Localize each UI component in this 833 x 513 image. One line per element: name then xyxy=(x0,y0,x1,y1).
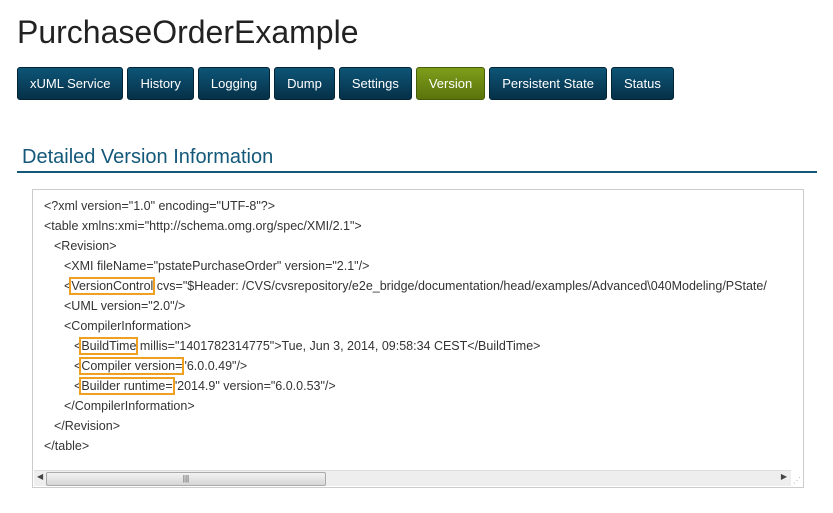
page-title: PurchaseOrderExample xyxy=(17,14,359,50)
tab-xuml-service[interactable]: xUML Service xyxy=(17,67,124,100)
code-text: </table> xyxy=(44,439,90,453)
code-line: <VersionControl cvs="$Header: /CVS/cvsre… xyxy=(33,276,767,296)
highlighted-token: BuildTime xyxy=(79,337,139,355)
code-text: <XMI fileName="pstatePurchaseOrder" vers… xyxy=(64,259,370,273)
highlighted-token: VersionControl xyxy=(69,277,156,295)
code-text: millis="1401782314775">Tue, Jun 3, 2014,… xyxy=(136,339,541,353)
code-line: </Revision> xyxy=(33,416,767,436)
xml-content: <?xml version="1.0" encoding="UTF-8"?> <t… xyxy=(33,196,767,456)
code-text: < xyxy=(74,379,82,393)
code-line: <Builder runtime="2014.9" version="6.0.0… xyxy=(33,376,767,396)
code-text: <table xmlns:xmi="http://schema.omg.org/… xyxy=(44,219,362,233)
code-line: <XMI fileName="pstatePurchaseOrder" vers… xyxy=(33,256,767,276)
code-text: "2014.9" version="6.0.0.53"/> xyxy=(172,379,336,393)
tab-logging[interactable]: Logging xyxy=(197,67,271,100)
code-text: <?xml version="1.0" encoding="UTF-8"?> xyxy=(44,199,276,213)
code-line: </table> xyxy=(33,436,767,456)
code-line: </CompilerInformation> xyxy=(33,396,767,416)
scroll-right-icon[interactable]: ▶ xyxy=(780,472,787,481)
code-line: <CompilerInformation> xyxy=(33,316,767,336)
code-text: "6.0.0.49"/> xyxy=(182,359,248,373)
tab-history[interactable]: History xyxy=(127,67,194,100)
code-text: <Revision> xyxy=(54,239,117,253)
tab-settings[interactable]: Settings xyxy=(338,67,412,100)
horizontal-scrollbar[interactable]: ◀ ||| ▶ xyxy=(34,470,791,486)
code-line: <?xml version="1.0" encoding="UTF-8"?> xyxy=(33,196,767,216)
highlighted-token: Compiler version= xyxy=(79,357,185,375)
code-text: <CompilerInformation> xyxy=(64,319,192,333)
resize-grip-icon[interactable]: ⋰ xyxy=(793,476,801,485)
code-text: cvs="$Header: /CVS/cvsrepository/e2e_bri… xyxy=(153,279,767,293)
code-text: < xyxy=(74,339,82,353)
code-text: <UML version="2.0"/> xyxy=(64,299,186,313)
scroll-left-icon[interactable]: ◀ xyxy=(37,472,44,481)
code-text: < xyxy=(74,359,82,373)
scrollbar-thumb[interactable]: ||| xyxy=(46,472,326,486)
tab-persistent-state[interactable]: Persistent State xyxy=(489,67,607,100)
code-text: </CompilerInformation> xyxy=(64,399,195,413)
version-xml-textarea[interactable]: <?xml version="1.0" encoding="UTF-8"?> <t… xyxy=(32,189,804,488)
tab-status[interactable]: Status xyxy=(611,67,674,100)
code-line: <table xmlns:xmi="http://schema.omg.org/… xyxy=(33,216,767,236)
highlighted-token: Builder runtime= xyxy=(79,377,175,395)
code-text: </Revision> xyxy=(54,419,121,433)
heading-divider xyxy=(17,171,817,173)
tab-dump[interactable]: Dump xyxy=(274,67,335,100)
code-line: <Revision> xyxy=(33,236,767,256)
code-line: <Compiler version="6.0.0.49"/> xyxy=(33,356,767,376)
code-line: <BuildTime millis="1401782314775">Tue, J… xyxy=(33,336,767,356)
tab-version[interactable]: Version xyxy=(415,67,486,100)
code-text: < xyxy=(64,279,72,293)
code-line: <UML version="2.0"/> xyxy=(33,296,767,316)
section-heading: Detailed Version Information xyxy=(22,146,274,168)
